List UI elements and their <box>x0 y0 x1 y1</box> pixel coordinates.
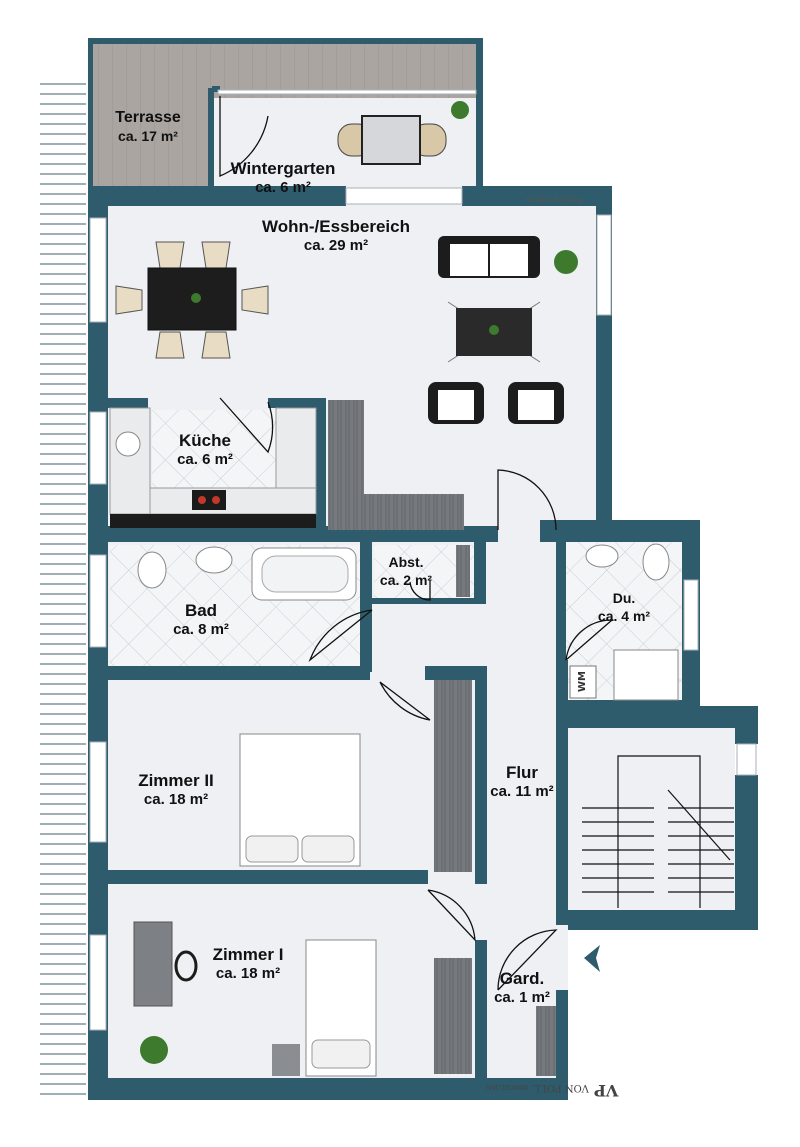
room-label-zimmer2: Zimmer II ca. 18 m² <box>128 770 224 810</box>
room-label-wintergarten: Wintergarten ca. 6 m² <box>218 158 348 198</box>
room-name: Gard. <box>499 969 545 988</box>
room-area: ca. 8 m² <box>173 621 229 639</box>
room-label-gard: Gard. ca. 1 m² <box>484 968 560 1008</box>
room-name: Du. <box>612 590 636 606</box>
room-label-du: Du. ca. 4 m² <box>588 590 660 625</box>
kueche-tiles <box>152 410 277 488</box>
terrace <box>88 38 482 188</box>
wardrobes <box>434 680 556 1076</box>
room-area: ca. 4 m² <box>597 607 651 624</box>
wintergarten-table <box>337 115 447 165</box>
room-name: Terrasse <box>115 109 181 126</box>
room-area: ca. 6 m² <box>177 451 233 469</box>
room-name: Bad <box>184 601 218 620</box>
windows <box>89 187 757 1031</box>
kitchen <box>109 400 464 530</box>
room-area: ca. 2 m² <box>379 571 433 588</box>
room-name: Flur <box>505 763 539 782</box>
brand-name: VON POLL <box>533 1082 589 1093</box>
brand-sub: IMMOBILIEN <box>486 1083 529 1090</box>
room-label-kueche: Küche ca. 6 m² <box>160 430 250 470</box>
room-area: ca. 6 m² <box>255 179 311 197</box>
room-name: Zimmer I <box>212 945 284 964</box>
washing-machine-label: WM <box>576 671 588 692</box>
room-name: Küche <box>179 431 231 450</box>
room-label-bad: Bad ca. 8 m² <box>156 600 246 640</box>
armchairs <box>428 382 564 424</box>
room-label-wohn: Wohn-/Essbereich ca. 29 m² <box>246 216 426 256</box>
desk <box>133 921 198 1007</box>
room-name: Zimmer II <box>138 771 214 790</box>
balcony-railing <box>38 80 90 1100</box>
room-name: Wintergarten <box>230 159 336 178</box>
room-name: Wohn-/Essbereich <box>262 217 410 236</box>
plant-icon <box>140 101 578 1064</box>
staircase <box>582 755 734 908</box>
room-area: ca. 18 m² <box>143 791 209 809</box>
entrance-arrow-icon <box>584 945 600 972</box>
sofa <box>438 236 540 278</box>
brand-logo-mark: VP <box>593 1081 619 1100</box>
brand-logo: VP VON POLL IMMOBILIEN <box>486 1081 618 1100</box>
room-label-terrasse: Terrasse ca. 17 m² <box>104 108 192 146</box>
dining-table <box>115 241 269 359</box>
room-area: ca. 18 m² <box>215 965 281 983</box>
mcgrundriss-watermark: McGrundriss <box>526 194 583 204</box>
room-area: ca. 1 m² <box>494 989 550 1007</box>
room-label-flur: Flur ca. 11 m² <box>484 762 560 802</box>
bath-fixtures <box>137 543 679 701</box>
door-swings <box>219 96 614 991</box>
room-area: ca. 11 m² <box>490 783 554 801</box>
room-label-abst: Abst. ca. 2 m² <box>368 554 444 589</box>
room-label-zimmer1: Zimmer I ca. 18 m² <box>200 944 296 984</box>
room-name: Abst. <box>388 554 424 570</box>
room-area: ca. 17 m² <box>118 128 178 144</box>
beds <box>239 733 377 1077</box>
room-area: ca. 29 m² <box>303 237 369 255</box>
